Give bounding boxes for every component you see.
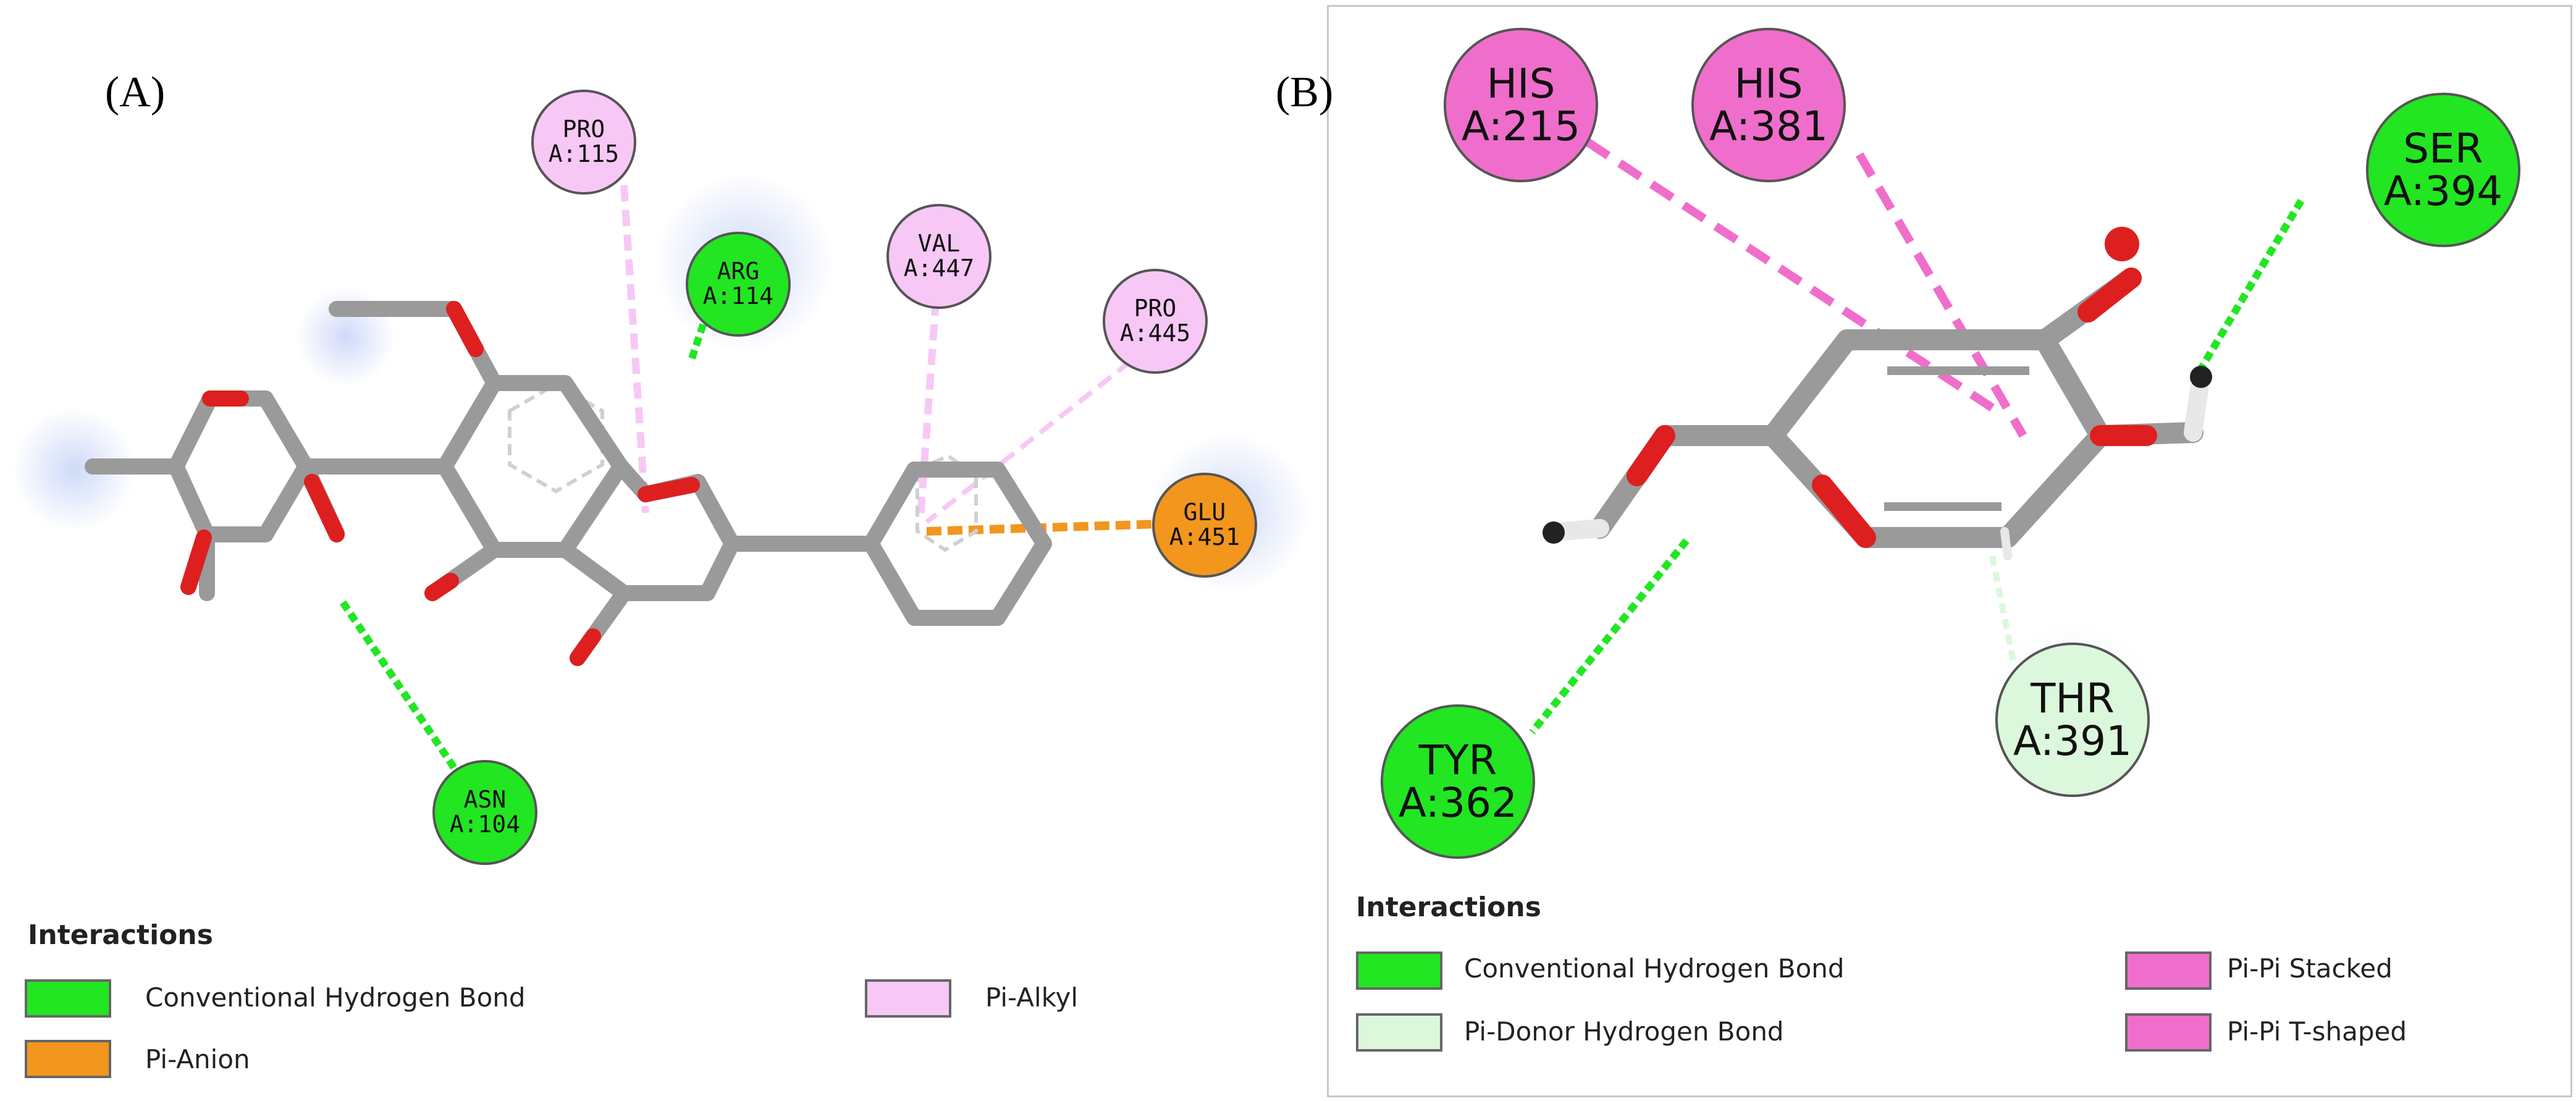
legend-swatch-pi-donor: [1356, 1013, 1442, 1052]
residue-asn-104: ASN A:104: [432, 760, 537, 865]
residue-name: HIS: [1734, 59, 1803, 108]
residue-id: A:445: [1119, 319, 1191, 347]
legend-swatch-hbond: [1356, 951, 1442, 990]
hbond-line: [2192, 198, 2305, 379]
hbond-line: [688, 311, 711, 360]
residue-name: SER: [2403, 124, 2483, 172]
residue-id: A:115: [548, 140, 620, 167]
pi-alkyl-line: [917, 299, 940, 520]
residue-his-215: HIS A:215: [1444, 28, 1598, 182]
hydrogen-atom: [2184, 380, 2208, 442]
legend-swatch-pi-alkyl: [865, 979, 951, 1018]
residue-id: A:215: [1461, 103, 1581, 150]
aromatic-ring: [915, 453, 978, 552]
bond: [437, 375, 629, 558]
legend-label: Pi-Anion: [145, 1044, 250, 1074]
residue-name: PRO: [1134, 295, 1177, 323]
oxygen-atom: [570, 628, 601, 666]
panel-a-label: (A): [105, 69, 166, 116]
legend-swatch-pi-stacked: [2125, 951, 2212, 990]
hydrogen-atom: [2000, 527, 2012, 560]
solvent-glow: [12, 408, 136, 531]
legend-label: Pi-Alkyl: [985, 982, 1079, 1013]
residue-id: A:394: [2383, 167, 2503, 215]
residue-id: A:391: [2013, 717, 2132, 765]
oxygen-atom: [424, 573, 459, 601]
panel-b: (B): [1276, 0, 2576, 1101]
pi-alkyl-line: [925, 359, 1132, 525]
residue-tyr-362: TYR A:362: [1381, 704, 1535, 859]
hbond-line: [340, 600, 460, 775]
residue-thr-391: THR A:391: [1995, 643, 2150, 797]
legend-title: Interactions: [28, 919, 213, 951]
oxygen-atom: [1812, 475, 1876, 548]
residue-his-381: HIS A:381: [1691, 28, 1846, 182]
residue-pro-445: PRO A:445: [1103, 269, 1208, 374]
residue-name: ASN: [463, 786, 507, 814]
hydrogen-cap: [1543, 521, 1565, 544]
oxygen-atom: [304, 474, 345, 542]
residue-name: PRO: [562, 116, 605, 143]
residue-id: A:104: [449, 811, 521, 838]
residue-name: TYR: [1418, 736, 1497, 784]
residue-id: A:451: [1169, 523, 1240, 550]
hydrogen-cap: [2190, 366, 2212, 388]
legend-label: Conventional Hydrogen Bond: [145, 982, 526, 1013]
residue-pro-115: PRO A:115: [531, 90, 636, 195]
aromatic-ring: [508, 382, 604, 494]
legend-label: Conventional Hydrogen Bond: [1464, 953, 1845, 984]
panel-a-molecule: [12, 173, 1310, 775]
hydrogen-atom: [1554, 519, 1609, 541]
legend-label: Pi-Donor Hydrogen Bond: [1464, 1016, 1784, 1047]
oxygen-atom: [638, 477, 700, 502]
pi-pi-line: [1585, 138, 1995, 411]
residue-glu-451: GLU A:451: [1152, 473, 1257, 578]
legend-label: Pi-Pi Stacked: [2227, 953, 2393, 984]
oxygen-atom: [1627, 425, 1675, 486]
panel-a: (A): [12, 69, 1310, 1078]
oxygen-atom: [446, 301, 484, 357]
legend-title: Interactions: [1356, 892, 1541, 923]
hbond-line: [1529, 538, 1690, 735]
residue-name: THR: [2031, 674, 2115, 722]
residue-name: HIS: [1486, 59, 1555, 108]
legend-swatch-pi-tshaped: [2125, 1013, 2212, 1052]
residue-id: A:114: [702, 282, 774, 310]
panel-b-frame: [1327, 5, 2572, 1097]
bond: [863, 462, 1052, 626]
pi-anion-line: [926, 520, 1162, 536]
residue-arg-114: ARG A:114: [686, 232, 791, 337]
oxygen-atom: [180, 529, 212, 595]
residue-id: A:362: [1398, 779, 1518, 827]
pi-donor-line: [1989, 555, 2017, 665]
bond: [85, 390, 314, 542]
legend-label: Pi-Pi T-shaped: [2227, 1016, 2407, 1047]
panel-b-label: (B): [1276, 69, 1334, 116]
pi-pi-line: [1855, 152, 2027, 438]
residue-id: A:381: [1709, 103, 1829, 150]
residue-ser-394: SER A:394: [2366, 93, 2520, 247]
legend-swatch-hbond: [25, 979, 111, 1018]
residue-name: ARG: [717, 258, 760, 285]
legend-swatch-pi-anion: [25, 1040, 111, 1078]
pi-alkyl-line: [620, 185, 649, 513]
oxygen-atom: [2077, 268, 2142, 323]
residue-name: VAL: [917, 230, 961, 258]
carbonyl-oxygen: [2105, 227, 2139, 261]
residue-val-447: VAL A:447: [886, 204, 991, 309]
residue-id: A:447: [903, 255, 975, 282]
residue-name: GLU: [1183, 499, 1226, 526]
